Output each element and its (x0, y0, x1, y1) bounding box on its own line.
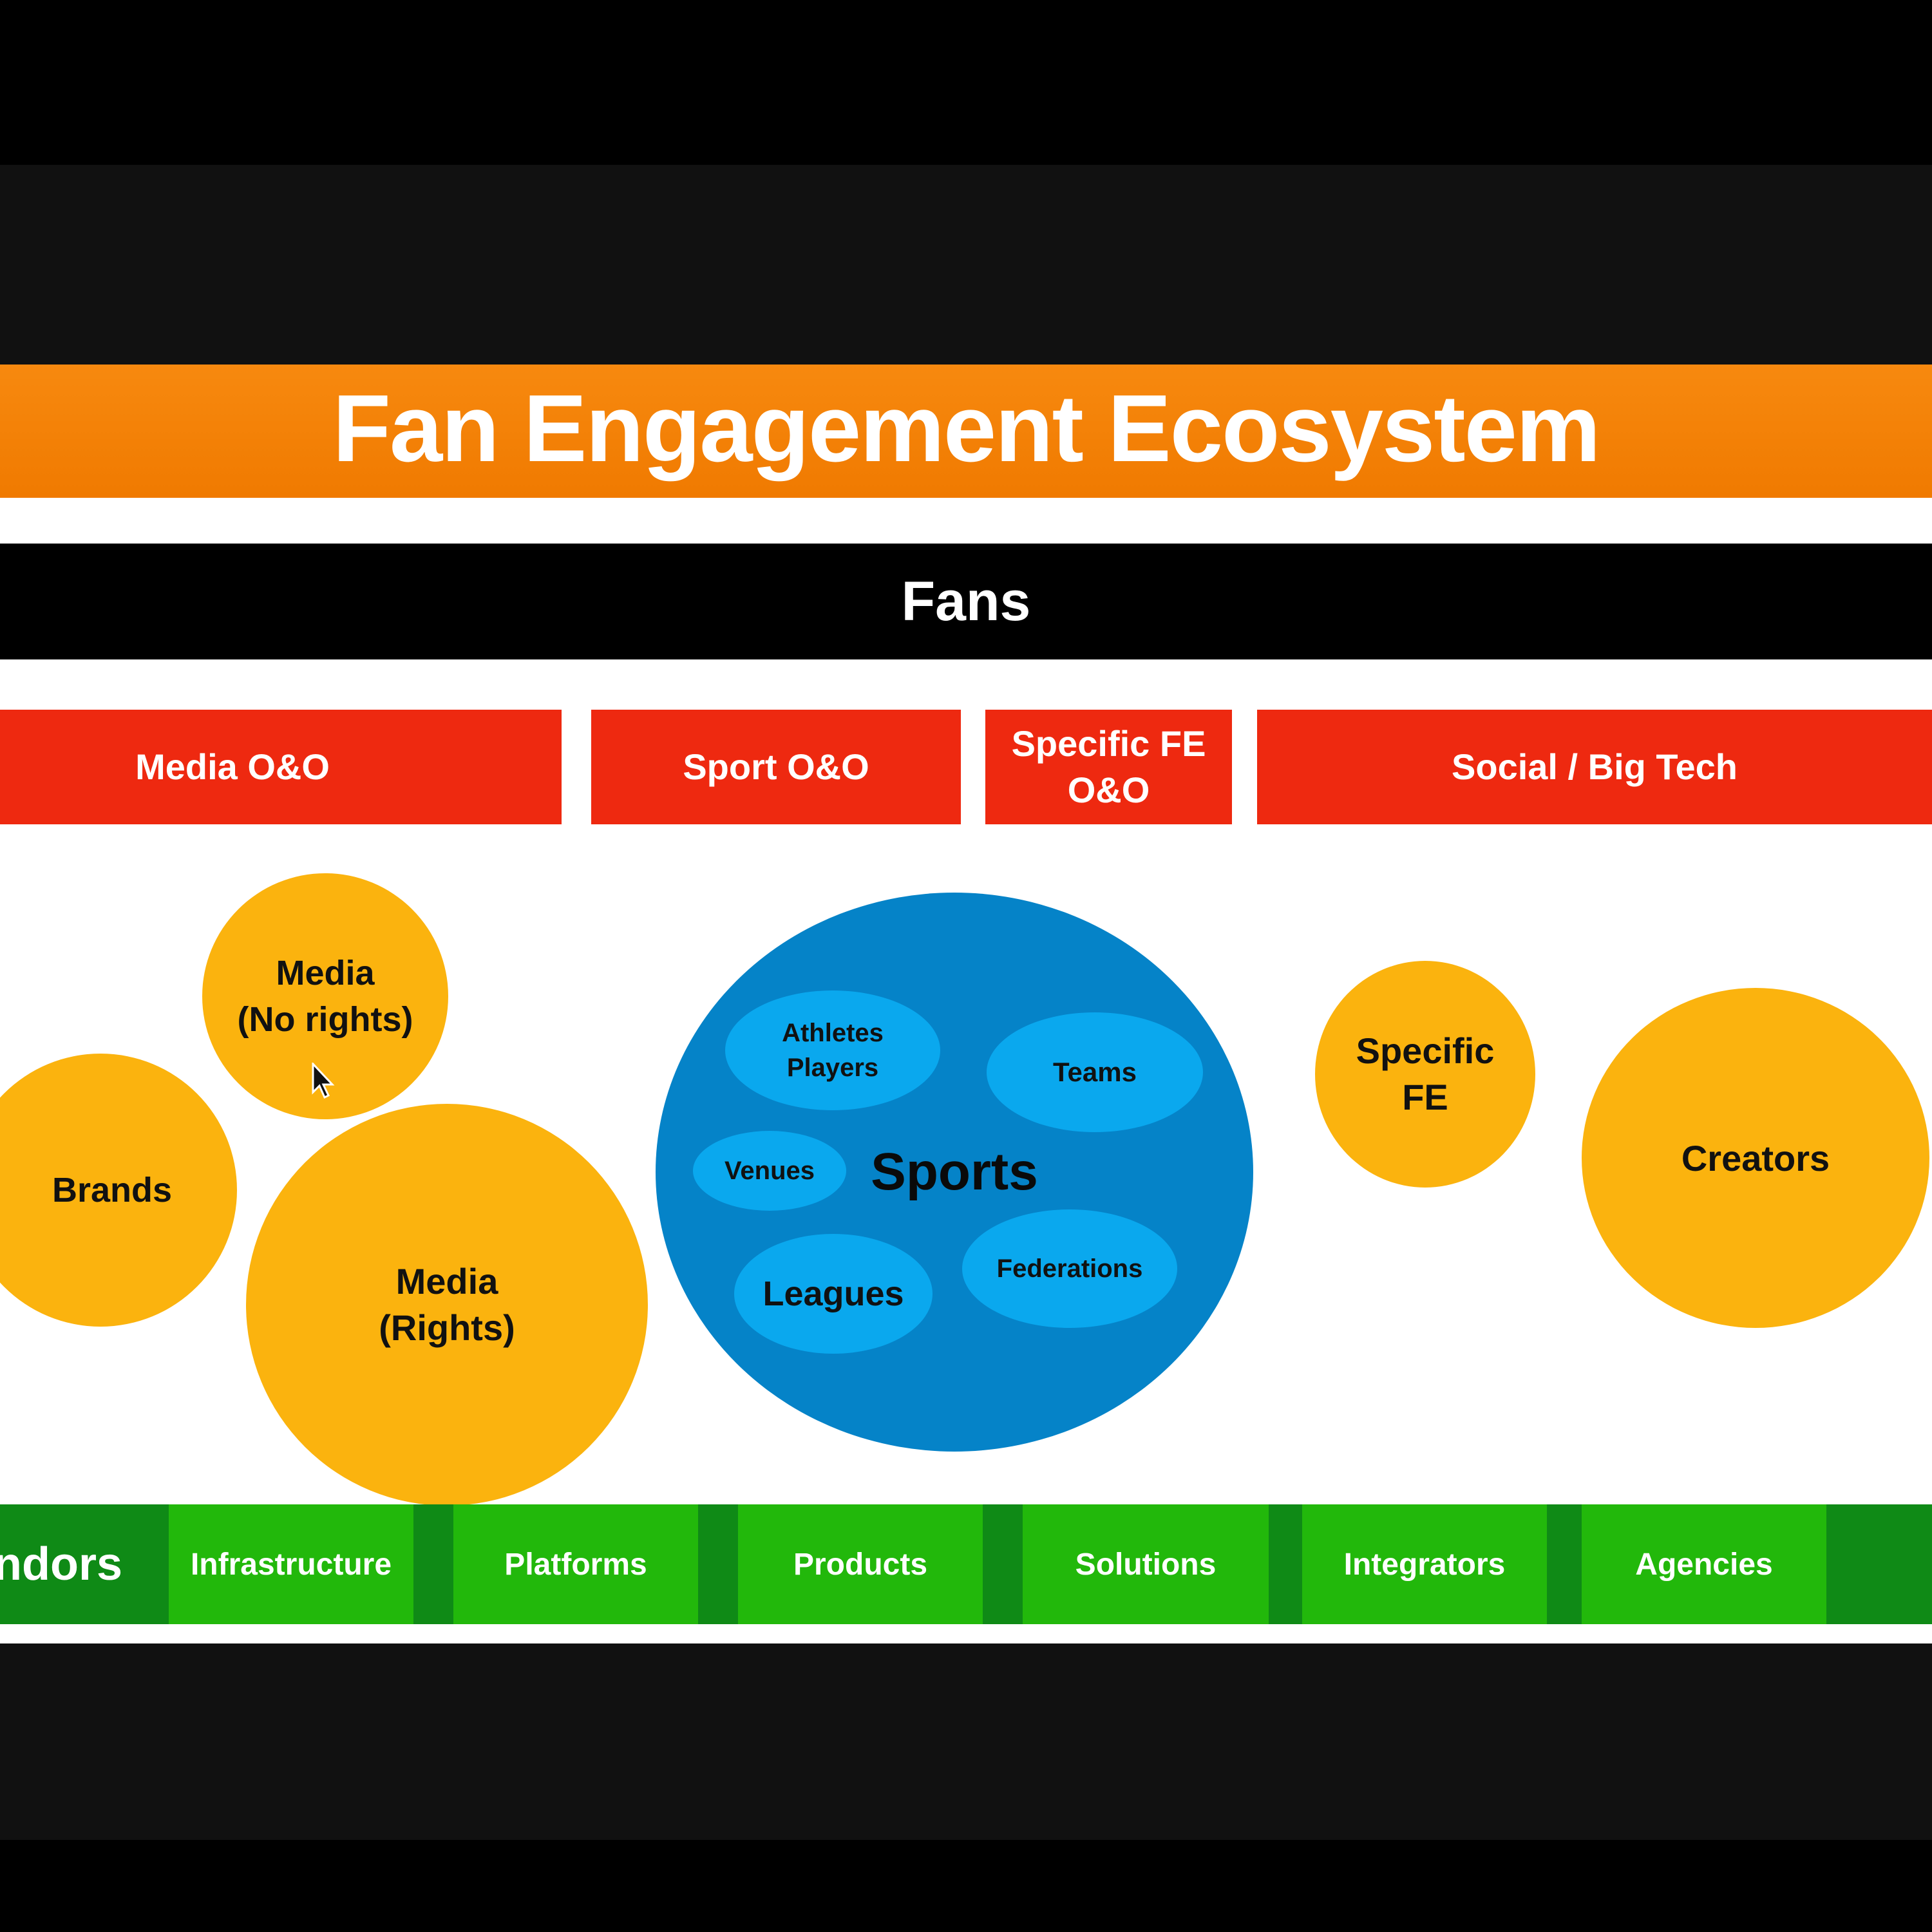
channel-media-oo: Media O&O (0, 710, 562, 824)
bubble-label: Leagues (762, 1274, 904, 1313)
fans-label: Fans (901, 570, 1031, 632)
vendor-label: Solutions (1075, 1547, 1217, 1582)
bubble-brands: Brands (0, 1054, 237, 1327)
slide: Fan Engagement Ecosystem Fans Media O&O … (0, 365, 1932, 1653)
bubble-label: Federations (996, 1254, 1143, 1283)
bubble-label: Media (No rights) (237, 954, 413, 1039)
bottom-black-band (0, 1840, 1932, 1932)
bubble-label: Athletes Players (782, 1019, 884, 1082)
vendor-label: Integrators (1343, 1547, 1506, 1582)
channel-label: Social / Big Tech (1452, 746, 1738, 787)
bubble-venues: Venues (693, 1131, 846, 1211)
vendor-products: Products (738, 1504, 983, 1624)
bottom-dark-band (0, 1643, 1932, 1840)
bubble-teams: Teams (987, 1012, 1203, 1132)
bubble-federations: Federations (962, 1209, 1177, 1328)
vendor-infrastructure: Infrastructure (169, 1504, 413, 1624)
vendor-label: Agencies (1635, 1547, 1773, 1582)
sports-label: Sports (871, 1142, 1038, 1201)
bubble-specific-fe: Specific FE (1315, 961, 1535, 1188)
channel-specific-fe-oo: Specific FE O&O (985, 710, 1232, 824)
vendor-label: Infrastructure (190, 1547, 392, 1582)
vendor-integrators: Integrators (1302, 1504, 1547, 1624)
channel-social-big-tech: Social / Big Tech (1257, 710, 1932, 824)
bubble-label: Specific FE (1356, 1030, 1495, 1117)
fans-bar: Fans (0, 544, 1932, 659)
vendor-solutions: Solutions (1023, 1504, 1269, 1624)
vendor-label: Platforms (504, 1547, 647, 1582)
slide-title: Fan Engagement Ecosystem (332, 375, 1600, 482)
bubble-athletes-players: Athletes Players (725, 990, 940, 1110)
vendor-label: Products (793, 1547, 928, 1582)
bubble-leagues: Leagues (734, 1234, 933, 1354)
bubble-creators: Creators (1582, 988, 1929, 1328)
vendors-label: ndors (0, 1539, 123, 1590)
top-black-band (0, 0, 1932, 165)
bubble-label: Venues (724, 1156, 815, 1185)
bubble-media-rights: Media (Rights) (246, 1104, 648, 1506)
channel-label: Media O&O (135, 746, 330, 787)
title-bar: Fan Engagement Ecosystem (0, 365, 1932, 498)
vendor-platforms: Platforms (453, 1504, 698, 1624)
vendors-bar: ndors Infrastructure Platforms Products … (0, 1504, 1932, 1624)
channel-label: Sport O&O (683, 746, 869, 787)
channel-sport-oo: Sport O&O (591, 710, 961, 824)
bubble-label: Brands (52, 1171, 173, 1209)
bubble-label: Creators (1681, 1137, 1830, 1179)
vendor-agencies: Agencies (1582, 1504, 1826, 1624)
top-dark-band (0, 165, 1932, 365)
bubble-label: Teams (1053, 1057, 1137, 1087)
channel-label: Specific FE O&O (1011, 723, 1206, 810)
bubble-label: Media (Rights) (379, 1261, 515, 1348)
mouse-cursor-icon (312, 1063, 335, 1099)
